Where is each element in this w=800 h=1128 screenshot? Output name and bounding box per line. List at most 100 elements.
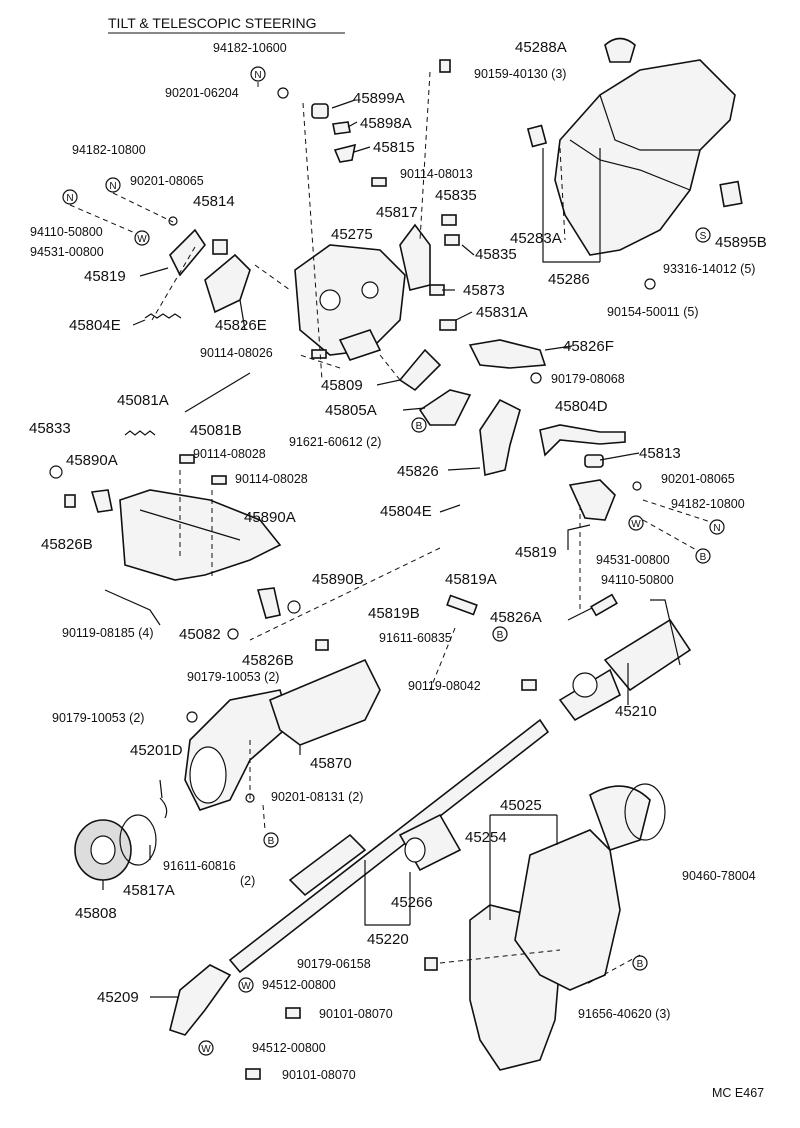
symbol-w-1: W [134, 230, 150, 246]
symbol-b-5: B [632, 955, 648, 971]
part-label: 45209 [97, 989, 139, 1006]
part-label: 45805A [325, 402, 377, 419]
part-label: 90114-08026 [200, 346, 273, 360]
part-label: 91621-60612 (2) [289, 435, 381, 449]
part-labels: 94182-10600 90201-06204 45899A 45898A 90… [29, 39, 767, 1082]
part-label: 45804E [380, 503, 432, 520]
svg-text:B: B [700, 552, 707, 563]
part-label: 45870 [310, 755, 352, 772]
part-label: 45275 [331, 226, 373, 243]
part-label: 90201-08065 [661, 472, 735, 486]
part-label: 45817A [123, 882, 175, 899]
part-label: 45286 [548, 271, 590, 288]
svg-text:W: W [241, 981, 251, 992]
part-label: 45835 [475, 246, 517, 263]
svg-text:B: B [416, 421, 423, 432]
part-label: 90119-08185 (4) [62, 626, 154, 640]
part-label: 90201-08131 (2) [271, 790, 363, 804]
symbol-n-1: N [250, 66, 266, 82]
part-label: 90114-08028 [193, 447, 266, 461]
part-label: 45890A [244, 509, 296, 526]
symbol-w-3: W [238, 977, 254, 993]
part-label: 94531-00800 [596, 553, 670, 567]
part-label: 45814 [193, 193, 235, 210]
part-label: 90159-40130 (3) [474, 67, 566, 81]
part-label: 45873 [463, 282, 505, 299]
symbol-b-4: B [263, 832, 279, 848]
part-label: 45819 [84, 268, 126, 285]
diagram-code: MC E467 [712, 1086, 764, 1100]
part-label: 94531-00800 [30, 245, 104, 259]
part-label: 45283A [510, 230, 562, 247]
part-label: 91611-60816 [163, 859, 236, 873]
svg-text:W: W [137, 234, 147, 245]
symbol-b-2: B [695, 548, 711, 564]
part-label: 90201-08065 [130, 174, 204, 188]
part-label: 45288A [515, 39, 567, 56]
part-label: 45835 [435, 187, 477, 204]
part-label: 94182-10600 [213, 41, 287, 55]
part-label: 45025 [500, 797, 542, 814]
symbol-s-1: S [695, 227, 711, 243]
part-label: 90460-78004 [682, 869, 756, 883]
symbol-w-2: W [628, 515, 644, 531]
symbol-b-1: B [411, 417, 427, 433]
part-label: 94110-50800 [601, 573, 674, 587]
part-label: 90179-10053 (2) [52, 711, 144, 725]
part-label: 45082 [179, 626, 221, 643]
part-label: 45254 [465, 829, 507, 846]
part-label: 45831A [476, 304, 528, 321]
part-label: 90114-08013 [400, 167, 473, 181]
svg-text:B: B [637, 959, 644, 970]
part-label: (2) [240, 874, 255, 888]
part-label: 45813 [639, 445, 681, 462]
part-label: 45809 [321, 377, 363, 394]
part-label: 45890A [66, 452, 118, 469]
part-label: 45201D [130, 742, 183, 759]
part-label: 94512-00800 [262, 978, 336, 992]
part-label: 45817 [376, 204, 418, 221]
part-label: 90101-08070 [282, 1068, 356, 1082]
part-label: 91656-40620 (3) [578, 1007, 670, 1021]
part-label: 45819A [445, 571, 497, 588]
svg-text:B: B [497, 630, 504, 641]
part-label: 45895B [715, 234, 767, 251]
part-label: 45815 [373, 139, 415, 156]
symbol-w-4: W [198, 1040, 214, 1056]
part-label: 45826A [490, 609, 542, 626]
symbol-b-3: B [492, 626, 508, 642]
leader-lines [69, 71, 721, 998]
symbol-n-3: N [62, 189, 78, 205]
part-label: 45899A [353, 90, 405, 107]
svg-text:W: W [201, 1044, 211, 1055]
svg-text:N: N [66, 193, 73, 204]
part-label: 90114-08028 [235, 472, 308, 486]
part-label: 90179-10053 (2) [187, 670, 279, 684]
part-label: 45898A [360, 115, 412, 132]
part-label: 90154-50011 (5) [607, 305, 699, 319]
part-label: 91611-60835 [379, 631, 452, 645]
part-label: 90179-08068 [551, 372, 625, 386]
part-label: 45266 [391, 894, 433, 911]
part-label: 90101-08070 [319, 1007, 393, 1021]
part-label: 45081A [117, 392, 169, 409]
part-label: 45081B [190, 422, 242, 439]
symbol-n-4: N [709, 519, 725, 535]
svg-text:B: B [268, 836, 275, 847]
part-label: 93316-14012 (5) [663, 262, 755, 276]
part-label: 45826B [242, 652, 294, 669]
svg-text:N: N [713, 523, 720, 534]
part-label: 45220 [367, 931, 409, 948]
part-label: 45819B [368, 605, 420, 622]
part-label: 45210 [615, 703, 657, 720]
part-label: 90119-08042 [408, 679, 481, 693]
svg-text:S: S [700, 231, 707, 242]
part-label: 45808 [75, 905, 117, 922]
part-label: 45826E [215, 317, 267, 334]
part-label: 94110-50800 [30, 225, 103, 239]
reference-symbols: N N N W S B W N B B B W W B [62, 66, 725, 1056]
part-label: 45804D [555, 398, 608, 415]
part-label: 45890B [312, 571, 364, 588]
